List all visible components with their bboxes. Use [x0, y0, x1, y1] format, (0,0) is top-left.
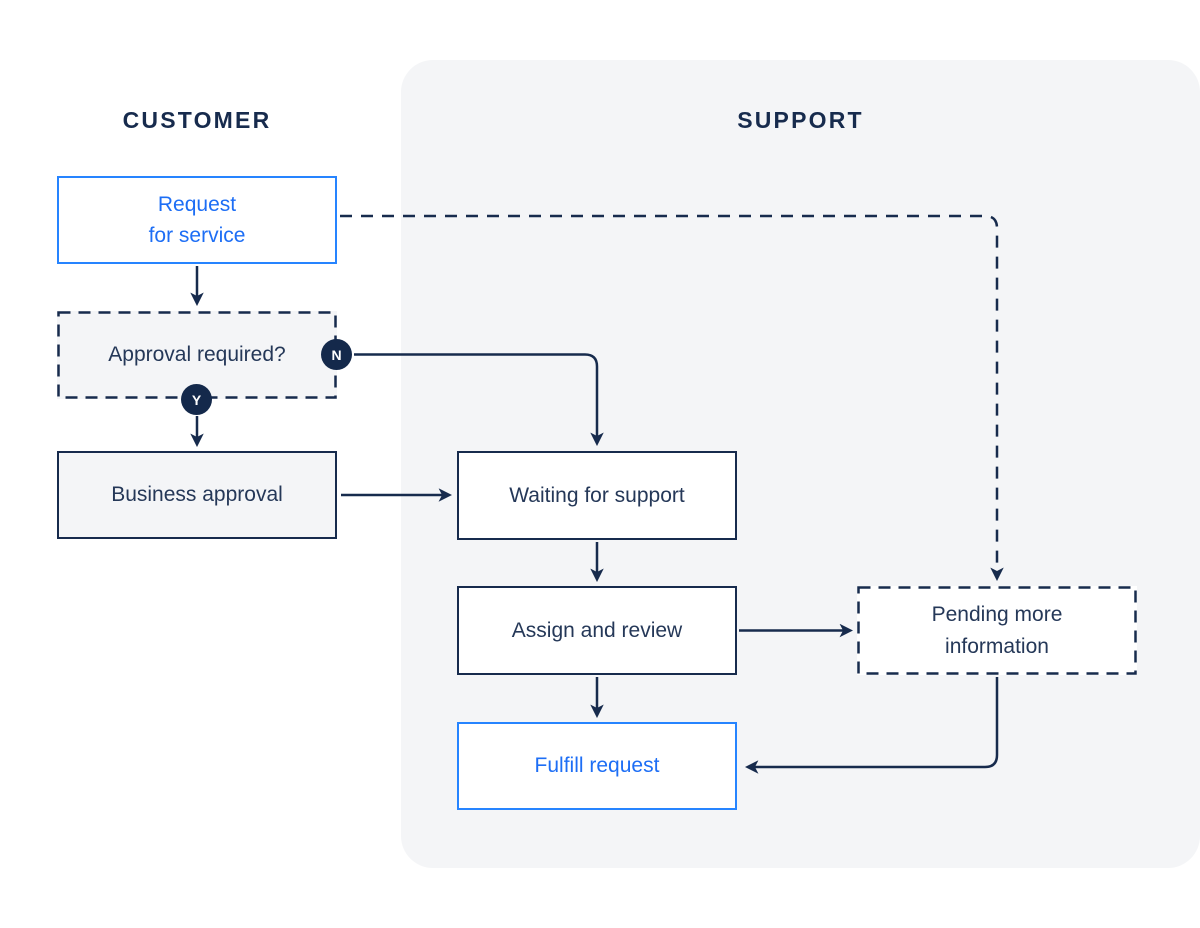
node-business-approval: Business approval [57, 451, 337, 539]
badge-no-label: N [331, 346, 342, 363]
node-fulfill-request: Fulfill request [457, 722, 737, 810]
lane-header-customer: CUSTOMER [122, 107, 272, 133]
node-assign-and-review: Assign and review [457, 586, 737, 675]
badge-yes: Y [181, 384, 212, 415]
node-fulfill-label: Fulfill request [534, 754, 660, 778]
node-request-for-service: Request for service [57, 176, 337, 264]
badge-yes-label: Y [191, 391, 202, 408]
node-business-label: Business approval [111, 483, 283, 507]
node-request-label: Request for service [148, 192, 246, 247]
lane-header-support: SUPPORT [737, 107, 864, 133]
node-pending-more-information: Pending more information [857, 586, 1137, 675]
node-approval-label: Approval required? [108, 343, 286, 367]
badge-no: N [321, 339, 352, 370]
node-assign-label: Assign and review [511, 618, 683, 642]
node-waiting-label: Waiting for support [509, 483, 685, 507]
node-waiting-for-support: Waiting for support [457, 451, 737, 540]
node-pending-label: Pending more information [931, 603, 1063, 658]
